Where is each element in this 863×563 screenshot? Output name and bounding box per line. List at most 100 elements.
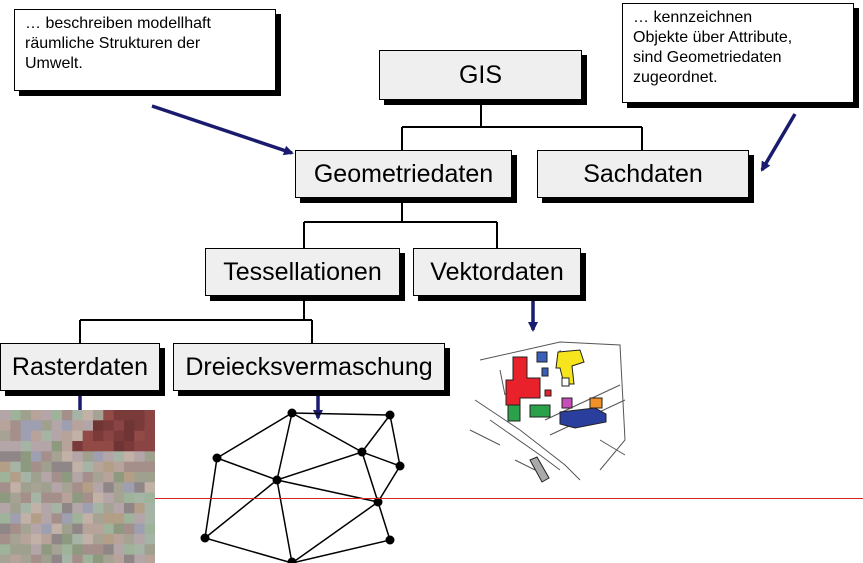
raster-pixel	[113, 471, 125, 483]
raster-pixel	[61, 410, 73, 421]
raster-pixel	[103, 544, 115, 556]
raster-pixel	[10, 523, 22, 535]
raster-pixel	[134, 544, 146, 556]
node-vektordaten: Vektordaten	[413, 248, 581, 296]
raster-pixel	[92, 461, 104, 473]
raster-pixel	[51, 544, 63, 556]
raster-pixel	[82, 420, 94, 432]
raster-pixel	[0, 440, 11, 452]
raster-pixel	[51, 461, 63, 473]
raster-pixel	[72, 461, 84, 473]
raster-pixel	[113, 410, 125, 421]
raster-pixel	[144, 430, 155, 442]
raster-pixel	[20, 420, 32, 432]
raster-pixel	[72, 544, 84, 556]
raster-pixel	[61, 554, 73, 563]
raster-pixel	[30, 492, 42, 504]
raster-pixel	[41, 482, 53, 494]
raster-pixel	[113, 440, 125, 452]
raster-pixel	[134, 461, 146, 473]
raster-pixel	[10, 513, 22, 525]
vector-map-buildings	[505, 349, 607, 483]
raster-pixel	[41, 410, 53, 421]
raster-pixel	[10, 471, 22, 483]
raster-pixel	[92, 513, 104, 525]
raster-pixel	[61, 533, 73, 545]
raster-pixel	[41, 492, 53, 504]
raster-pixel	[0, 502, 11, 514]
raster-pixel	[82, 544, 94, 556]
raster-pixel	[10, 544, 22, 556]
raster-pixel	[41, 533, 53, 545]
raster-pixel	[123, 410, 135, 421]
raster-pixel	[41, 523, 53, 535]
raster-pixel	[72, 513, 84, 525]
raster-pixel	[92, 492, 104, 504]
raster-pixel	[10, 461, 22, 473]
raster-pixel	[0, 544, 11, 556]
raster-pixel	[10, 430, 22, 442]
node-tessellationen: Tessellationen	[205, 248, 400, 296]
raster-pixel	[123, 513, 135, 525]
raster-pixel	[123, 451, 135, 463]
raster-pixel	[144, 492, 155, 504]
raster-pixel	[134, 471, 146, 483]
raster-pixel	[103, 513, 115, 525]
raster-pixel	[61, 482, 73, 494]
raster-pixel	[0, 523, 11, 535]
raster-pixel	[61, 544, 73, 556]
raster-pixel	[61, 461, 73, 473]
raster-pixel	[134, 451, 146, 463]
raster-pixel	[10, 410, 22, 421]
raster-pixel	[123, 523, 135, 535]
raster-pixel	[10, 492, 22, 504]
raster-pixel	[103, 523, 115, 535]
raster-pixel	[123, 420, 135, 432]
raster-pixel	[92, 410, 104, 421]
node-gis: GIS	[379, 50, 582, 100]
raster-pixel	[103, 492, 115, 504]
raster-pixel	[92, 554, 104, 563]
raster-pixel	[30, 554, 42, 563]
raster-pixel	[10, 554, 22, 563]
raster-pixel	[103, 451, 115, 463]
raster-pixel	[103, 420, 115, 432]
raster-pixel	[30, 533, 42, 545]
raster-pixel	[51, 482, 63, 494]
raster-pixel	[134, 482, 146, 494]
raster-pixel	[123, 440, 135, 452]
arrow-right-note	[760, 113, 797, 172]
raster-pixel	[82, 482, 94, 494]
raster-pixel	[61, 420, 73, 432]
raster-pixel	[61, 471, 73, 483]
raster-pixel	[92, 430, 104, 442]
raster-pixel	[72, 420, 84, 432]
raster-pixel	[134, 430, 146, 442]
raster-pixel	[144, 482, 155, 494]
node-dreiecksvermaschung: Dreiecksvermaschung	[173, 343, 445, 391]
raster-pixel	[20, 523, 32, 535]
connector-geometriedaten	[303, 198, 498, 248]
raster-pixel	[72, 482, 84, 494]
raster-pixel	[144, 502, 155, 514]
raster-pixel	[113, 533, 125, 545]
raster-pixel	[51, 513, 63, 525]
raster-pixel	[123, 502, 135, 514]
raster-pixel	[82, 502, 94, 514]
raster-pixel	[103, 440, 115, 452]
raster-pixel	[113, 461, 125, 473]
raster-pixel	[72, 554, 84, 563]
raster-pixel	[134, 440, 146, 452]
raster-pixel	[134, 410, 146, 421]
raster-pixel	[103, 554, 115, 563]
divider-line	[155, 498, 863, 499]
raster-pixel	[134, 523, 146, 535]
raster-pixel	[51, 430, 63, 442]
raster-pixel	[20, 533, 32, 545]
raster-pixel	[30, 544, 42, 556]
raster-pixel	[113, 502, 125, 514]
raster-pixel	[0, 492, 11, 504]
raster-pixel	[82, 410, 94, 421]
raster-pixel	[113, 523, 125, 535]
raster-pixel	[51, 523, 63, 535]
